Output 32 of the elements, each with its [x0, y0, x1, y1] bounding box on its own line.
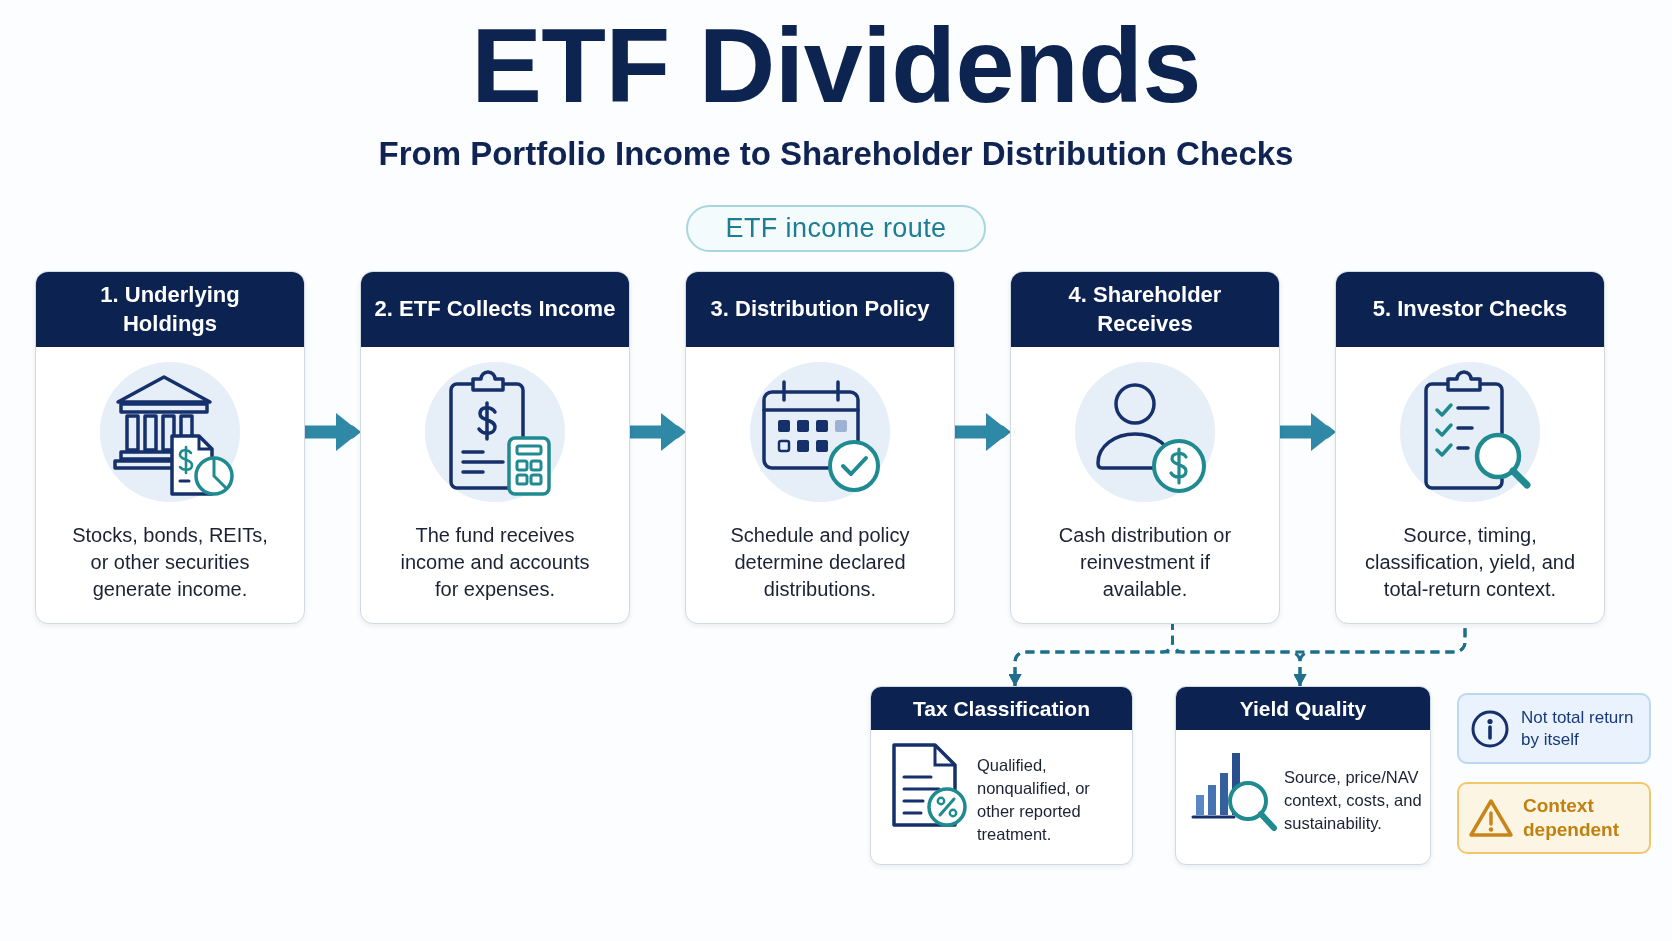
flow-arrow — [630, 413, 685, 451]
step-title: 2. ETF Collects Income — [374, 295, 616, 324]
step-title: 4. Shareholder Receives — [1067, 280, 1223, 338]
flow-arrow — [955, 413, 1010, 451]
step-card — [360, 271, 630, 624]
detail-card — [1175, 686, 1431, 865]
step-card — [1010, 271, 1280, 624]
step-description: The fund receives income and accounts for expenses. — [399, 523, 591, 602]
warning-note — [1457, 782, 1651, 854]
title: ETF Dividends — [471, 12, 1201, 118]
step-card — [35, 271, 305, 624]
step-title: 1. Underlying Holdings — [99, 280, 241, 338]
subtitle: From Portfolio Income to Shareholder Distribution Checks — [378, 137, 1294, 170]
detail-card — [870, 686, 1133, 865]
card-description: Source, price/NAV context, costs, and sustainability. — [1284, 766, 1423, 834]
step-card — [1335, 271, 1605, 624]
note-text: Not total return by itself — [1521, 706, 1635, 751]
flow-arrow — [1280, 413, 1335, 451]
step-description: Cash distribution or reinvestment if available. — [1057, 523, 1233, 602]
step-description: Stocks, bonds, REITs, or other securities generate income. — [71, 523, 269, 602]
card-description: Qualified, nonqualified, or other reported treatment. — [977, 755, 1091, 845]
step-description: Schedule and policy determine declared distributions. — [729, 523, 911, 602]
card-title: Yield Quality — [1239, 695, 1367, 722]
route-tag: ETF income route — [686, 205, 986, 252]
flow-arrow — [305, 413, 360, 451]
info-note — [1457, 693, 1651, 764]
step-title: 5. Investor Checks — [1372, 295, 1568, 324]
note-text: Context dependent — [1523, 794, 1621, 842]
card-title: Tax Classification — [913, 695, 1090, 722]
step-card — [685, 271, 955, 624]
step-description: Source, timing, classification, yield, and total-return context. — [1363, 523, 1577, 602]
step-title: 3. Distribution Policy — [710, 295, 930, 324]
